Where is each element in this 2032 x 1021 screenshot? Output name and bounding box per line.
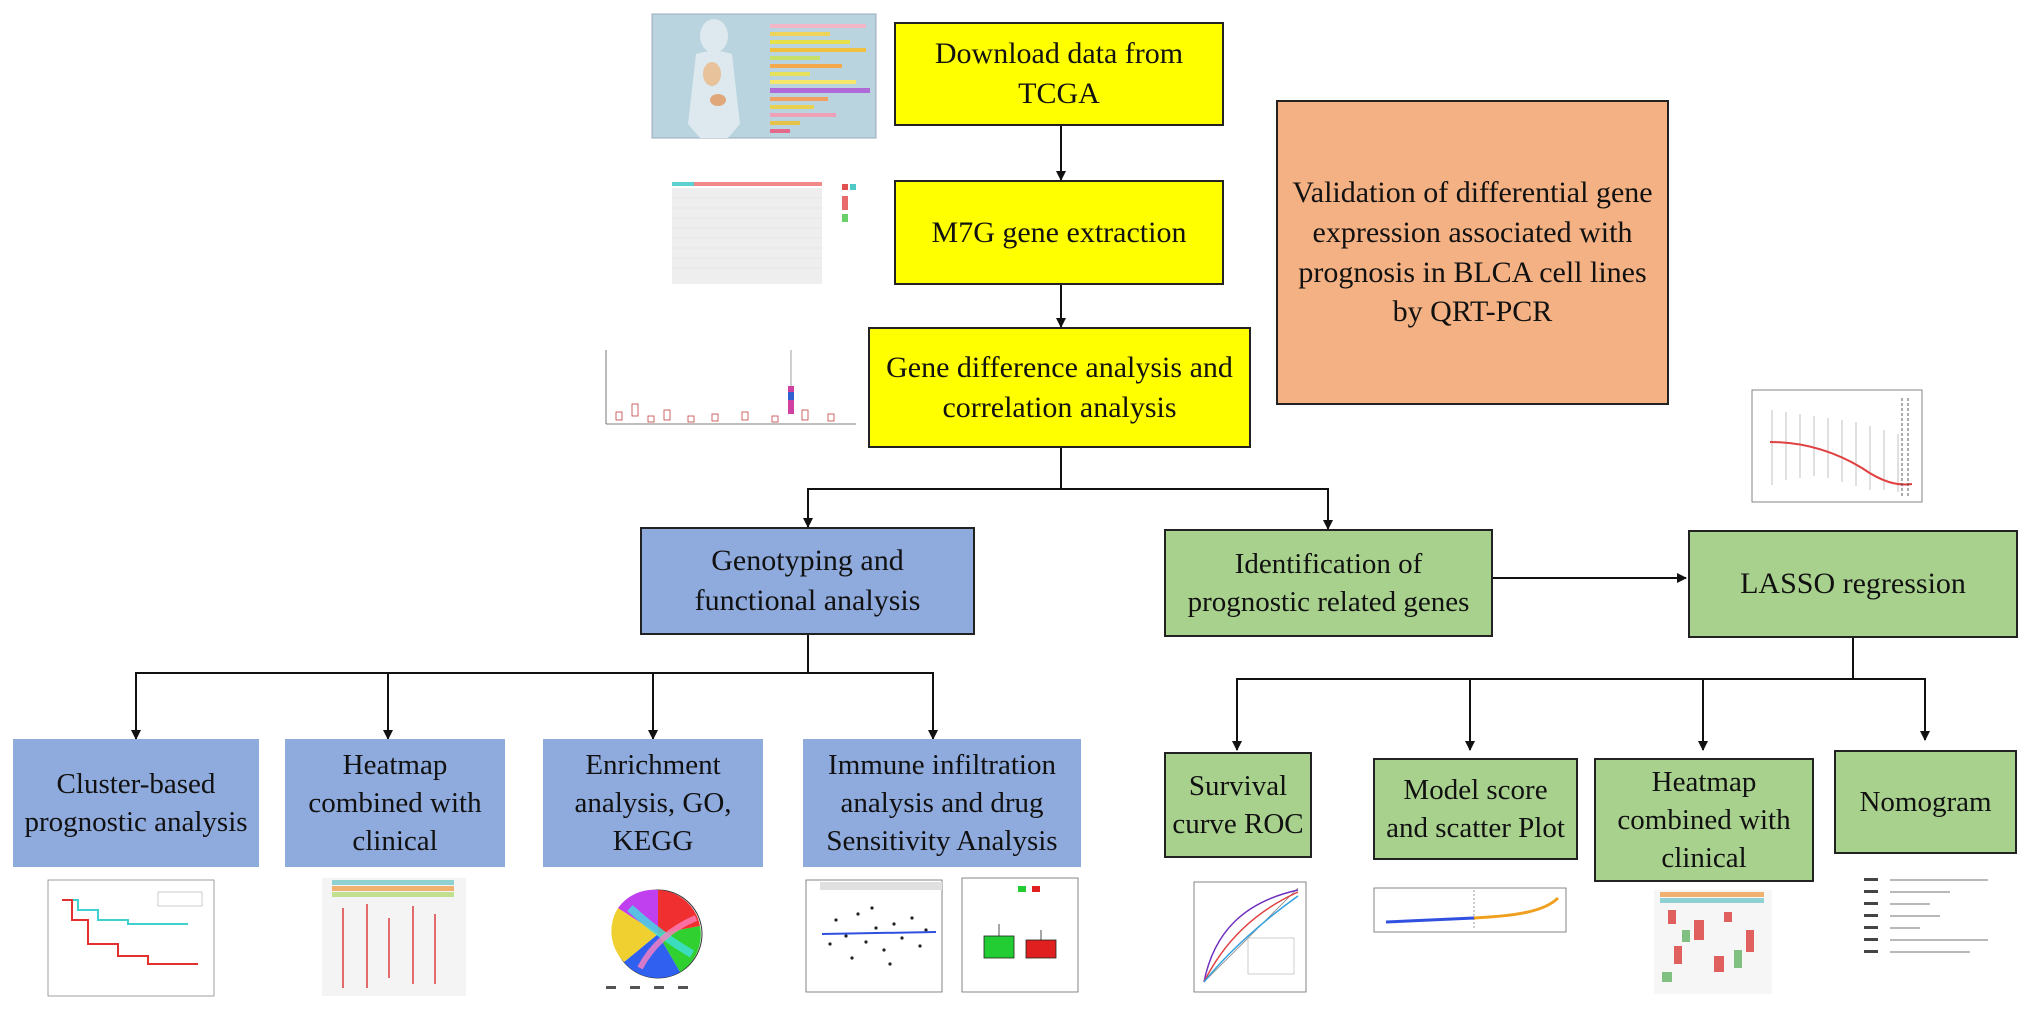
survival-km-plot-image (47, 879, 215, 997)
node-heatmap-clinical-right-label: Heatmap combined with clinical (1617, 765, 1791, 875)
drug-sensitivity-boxplot-image (961, 877, 1079, 993)
node-survival-roc: Survival curve ROC (1164, 752, 1312, 858)
node-enrichment: Enrichment analysis, GO, KEGG (543, 739, 763, 867)
tcga-body-map-image (651, 13, 877, 139)
node-model-score-label: Model score and scatter Plot (1386, 773, 1565, 844)
enrichment-chord-image (600, 878, 720, 998)
node-validation-qrt-pcr: Validation of differential gene expressi… (1276, 100, 1669, 405)
edge-genotyping-cluster (131, 635, 809, 740)
node-identification-label: Identification of prognostic related gen… (1187, 547, 1470, 618)
node-model-score: Model score and scatter Plot (1373, 758, 1578, 860)
node-cluster-prognostic-label: Cluster-based prognostic analysis (24, 767, 248, 838)
nomogram-image (1860, 872, 1990, 960)
edge-lasso-survival (1232, 638, 1854, 751)
node-genotyping: Genotyping and functional analysis (640, 527, 975, 635)
node-heatmap-clinical-right: Heatmap combined with clinical (1594, 758, 1814, 882)
clinical-heatmap-image-left (322, 878, 466, 996)
node-immune-infiltration: Immune infiltration analysis and drug Se… (803, 739, 1081, 867)
risk-score-plot-image (1373, 887, 1567, 933)
node-lasso-regression: LASSO regression (1688, 530, 2018, 638)
node-enrichment-label: Enrichment analysis, GO, KEGG (574, 748, 732, 858)
roc-curve-image (1193, 881, 1307, 993)
node-survival-roc-label: Survival curve ROC (1172, 769, 1304, 840)
node-lasso-regression-label: LASSO regression (1740, 567, 1966, 601)
node-nomogram: Nomogram (1834, 750, 2017, 854)
gene-difference-boxplot-image (592, 346, 856, 446)
clinical-heatmap-image-right (1654, 890, 1772, 994)
edge-lasso-nomogram (1853, 678, 1930, 741)
node-validation-qrt-pcr-label: Validation of differential gene expressi… (1292, 176, 1653, 329)
node-download-tcga-label: Download data from TCGA (934, 37, 1184, 110)
immune-scatter-image (805, 879, 943, 993)
node-gene-difference-label: Gene difference analysis and correlation… (886, 350, 1233, 424)
edge-genotyping-immune (808, 672, 938, 740)
node-heatmap-clinical-left: Heatmap combined with clinical (285, 739, 505, 867)
gene-list-heatmap-image (652, 178, 864, 286)
node-gene-difference: Gene difference analysis and correlation… (868, 327, 1251, 448)
node-download-tcga: Download data from TCGA (894, 22, 1224, 126)
node-m7g-extraction-label: M7G gene extraction (931, 215, 1187, 249)
lasso-cv-curve-image (1751, 389, 1923, 503)
node-genotyping-label: Genotyping and functional analysis (694, 544, 921, 617)
node-nomogram-label: Nomogram (1859, 785, 1992, 818)
node-heatmap-clinical-left-label: Heatmap combined with clinical (308, 748, 482, 858)
node-identification: Identification of prognostic related gen… (1164, 529, 1493, 637)
edge-difference-identification (1061, 488, 1333, 530)
edge-difference-genotyping (803, 448, 1062, 528)
node-immune-infiltration-label: Immune infiltration analysis and drug Se… (826, 748, 1058, 858)
node-cluster-prognostic: Cluster-based prognostic analysis (13, 739, 259, 867)
node-m7g-extraction: M7G gene extraction (894, 180, 1224, 285)
